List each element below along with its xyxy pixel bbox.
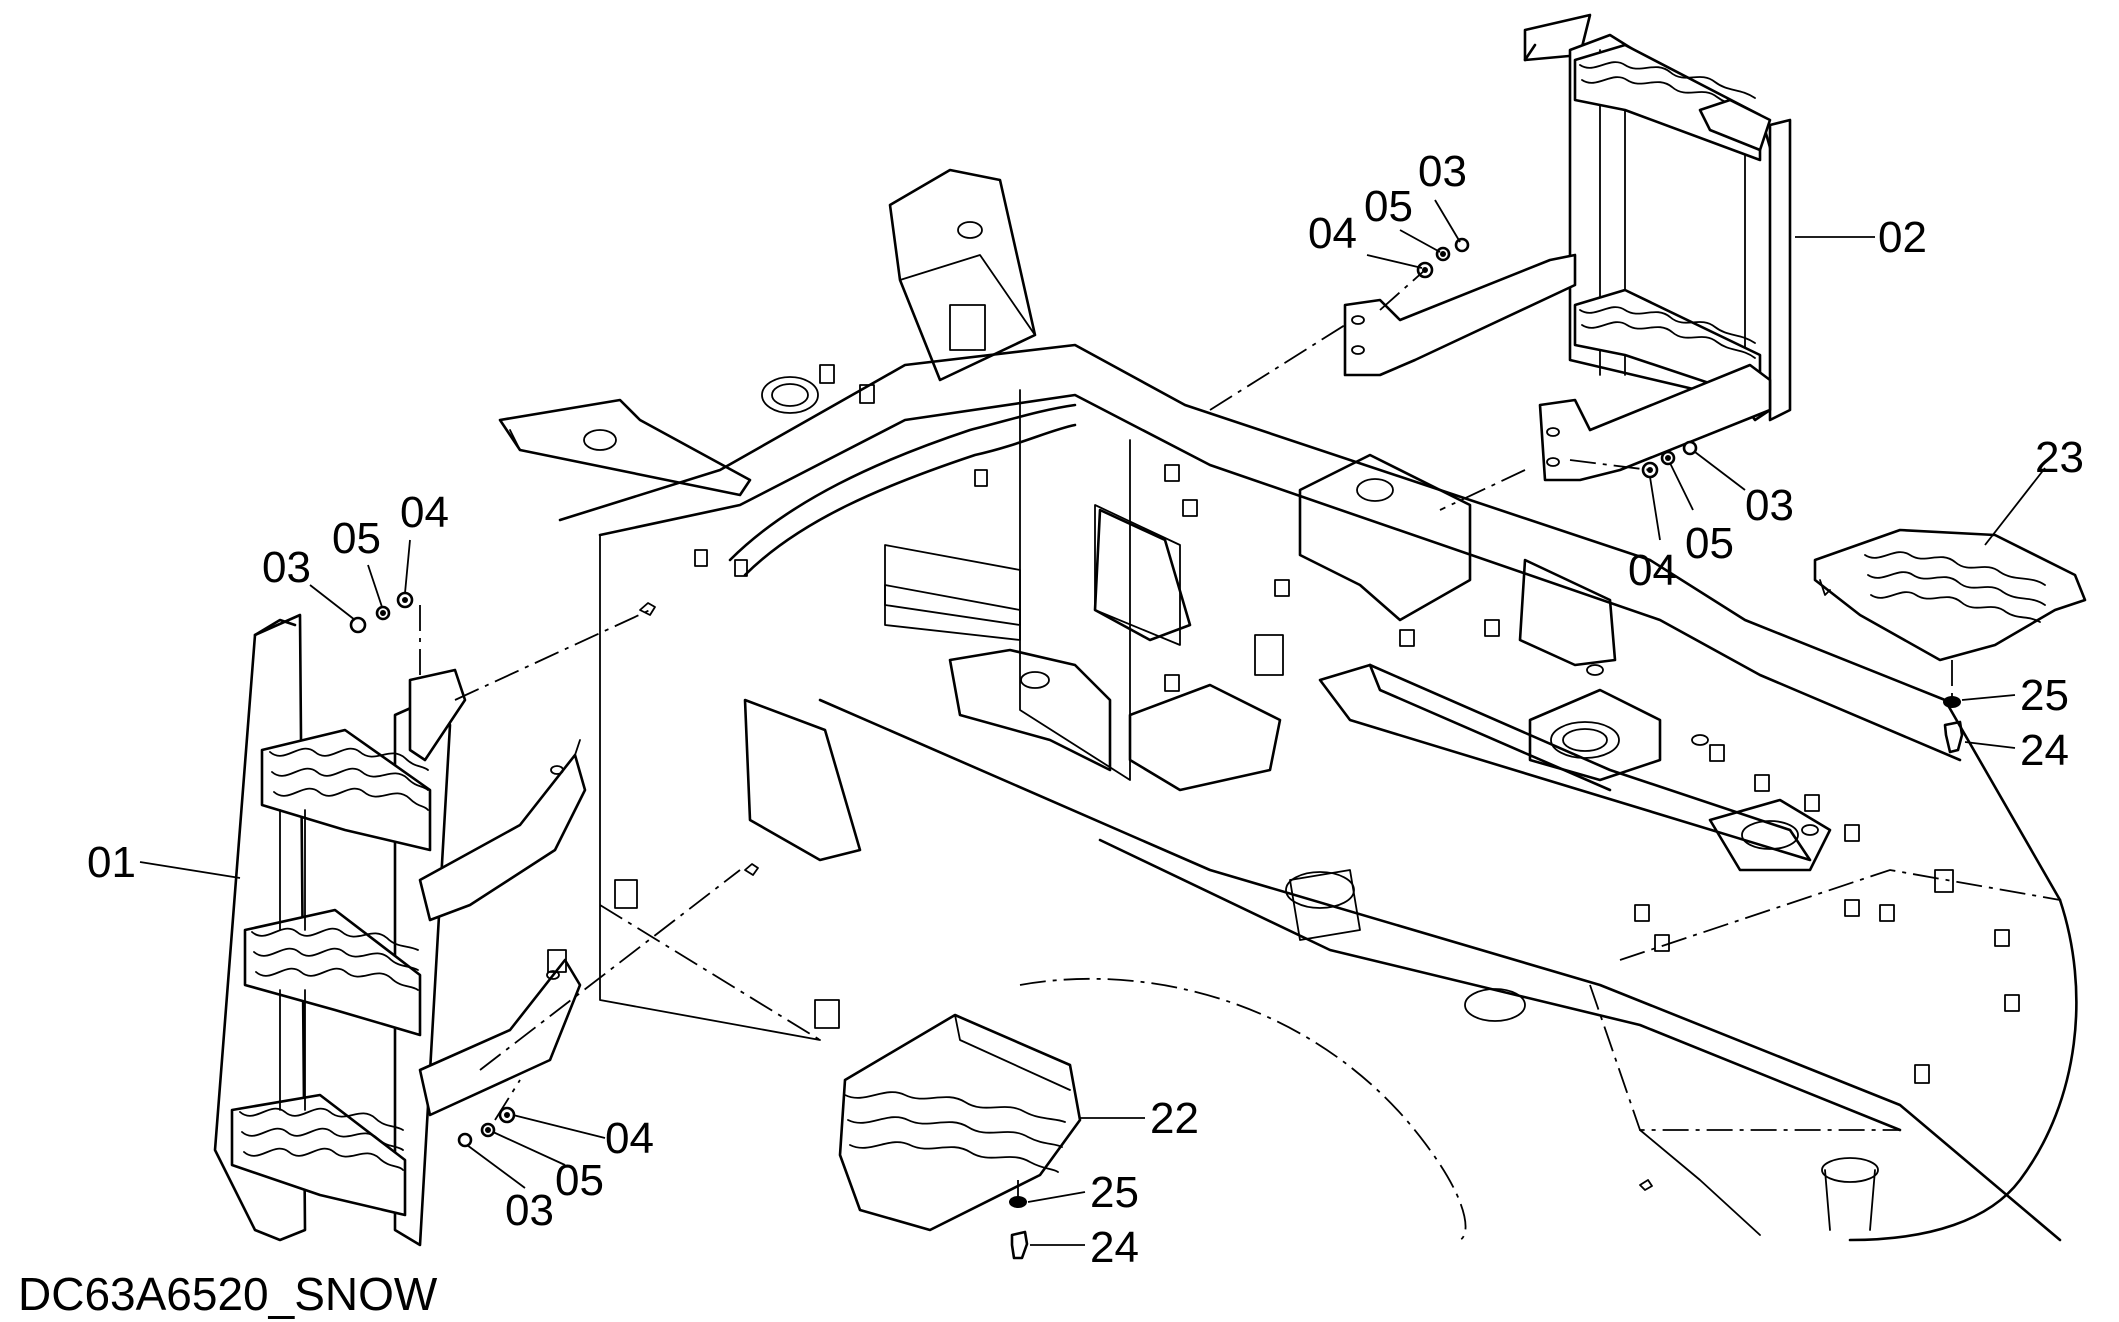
callout-24-bot: 24 bbox=[1090, 1223, 1139, 1272]
callout-04-left: 04 bbox=[400, 488, 449, 537]
callout-03-top: 03 bbox=[1418, 147, 1467, 196]
nut-03-top bbox=[1454, 237, 1470, 253]
callout-23: 23 bbox=[2035, 433, 2084, 482]
callout-05-bot: 05 bbox=[555, 1156, 604, 1205]
callout-04-mid: 04 bbox=[1628, 546, 1677, 595]
callout-05-mid: 05 bbox=[1685, 519, 1734, 568]
callout-02: 02 bbox=[1878, 213, 1927, 262]
callout-03-left: 03 bbox=[262, 543, 311, 592]
callout-03-mid: 03 bbox=[1745, 481, 1794, 530]
drawing-code: DC63A6520_SNOW bbox=[18, 1268, 438, 1320]
callout-01: 01 bbox=[87, 838, 136, 887]
callout-25-right: 25 bbox=[2020, 671, 2069, 720]
leader-lines bbox=[139, 199, 2046, 1246]
callout-04-top: 04 bbox=[1308, 209, 1357, 258]
callout-05-left: 05 bbox=[332, 514, 381, 563]
part-01-left-step-ladder bbox=[213, 613, 587, 1247]
assembly-center-lines bbox=[419, 269, 1953, 1202]
machine-frame bbox=[498, 168, 2078, 1242]
part-22-front-step bbox=[838, 1013, 1082, 1232]
callout-labels: 01 02 04 05 03 04 05 03 03 05 04 04 05 0… bbox=[87, 147, 2084, 1272]
part-02-right-step-assembly bbox=[1343, 13, 1792, 482]
callout-25-bot: 25 bbox=[1090, 1168, 1139, 1217]
callout-04-bot: 04 bbox=[605, 1114, 654, 1163]
callout-03-bot: 03 bbox=[505, 1186, 554, 1235]
callout-22: 22 bbox=[1150, 1094, 1199, 1143]
part-23-rear-step bbox=[1813, 528, 2087, 662]
callout-24-right: 24 bbox=[2020, 726, 2069, 775]
callout-05-top: 05 bbox=[1364, 182, 1413, 231]
